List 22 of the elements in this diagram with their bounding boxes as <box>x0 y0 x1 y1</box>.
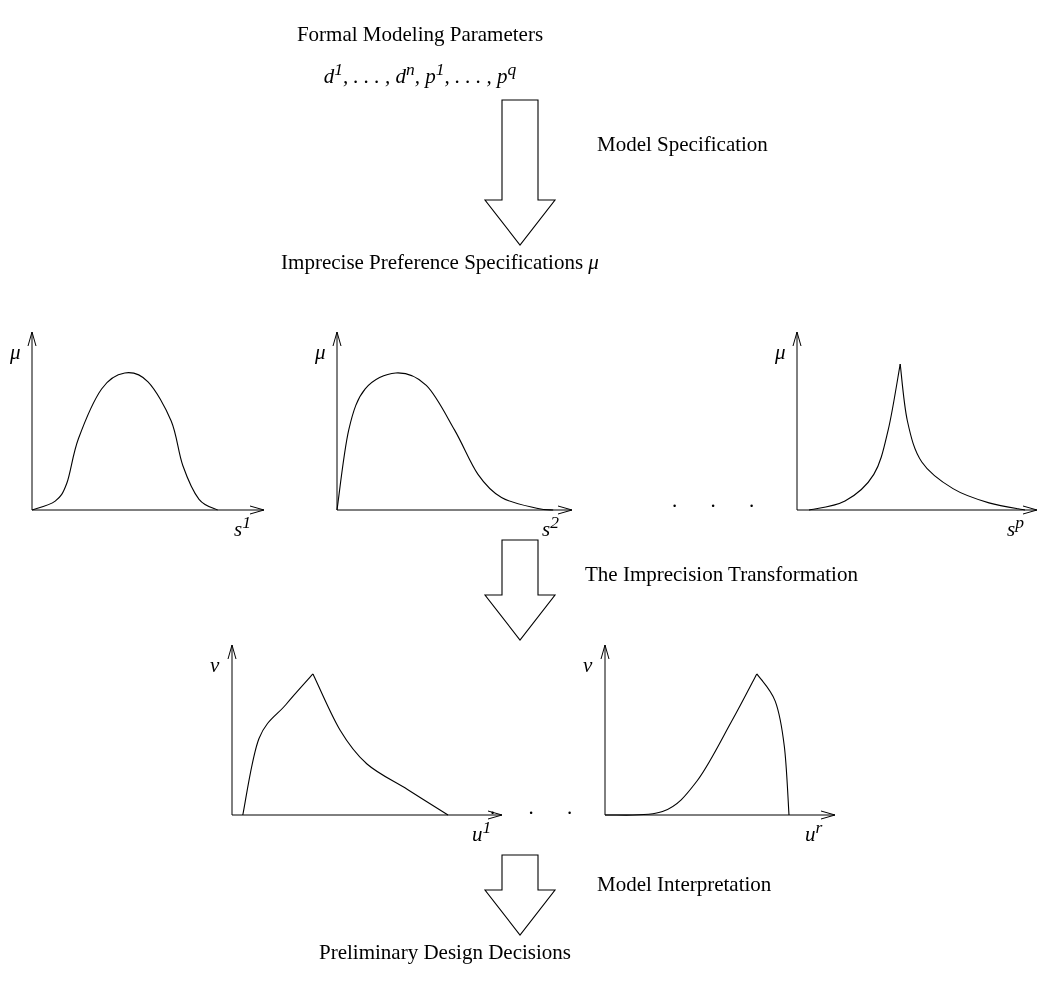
edge-label: The Imprecision Transformation <box>585 562 858 587</box>
axis-label: μ <box>10 340 21 365</box>
ellipsis-dots: . . . <box>490 795 587 820</box>
heading-text: Formal Modeling Parameters <box>295 22 545 47</box>
edge-label: Model Specification <box>597 132 768 157</box>
axis-label: s$^{p}$ <box>1007 512 1024 542</box>
axis-label: ν <box>210 653 220 678</box>
heading-text: Preliminary Design Decisions <box>290 935 600 969</box>
block-arrow <box>483 99 557 246</box>
block-arrow <box>483 854 557 936</box>
axis-label: u$^{r}$ <box>805 817 823 847</box>
formula-text: d$^{1}$, . . . , d$^{n}$, p$^{1}$, . . . , p$^{q}$ <box>322 59 518 89</box>
axis-label: u$^{1}$ <box>472 817 492 847</box>
edge-label: Model Interpretation <box>597 872 772 897</box>
axis-label: s$^{2}$ <box>542 512 559 542</box>
axis-label: ν <box>583 653 593 678</box>
axis-label: μ <box>775 340 786 365</box>
block-arrow <box>483 539 557 641</box>
axis-label: μ <box>315 340 326 365</box>
ellipsis-dots: . . . <box>672 488 769 513</box>
heading-text: Imprecise Preference Specifications μ <box>235 245 645 279</box>
axis-label: s$^{1}$ <box>234 512 251 542</box>
